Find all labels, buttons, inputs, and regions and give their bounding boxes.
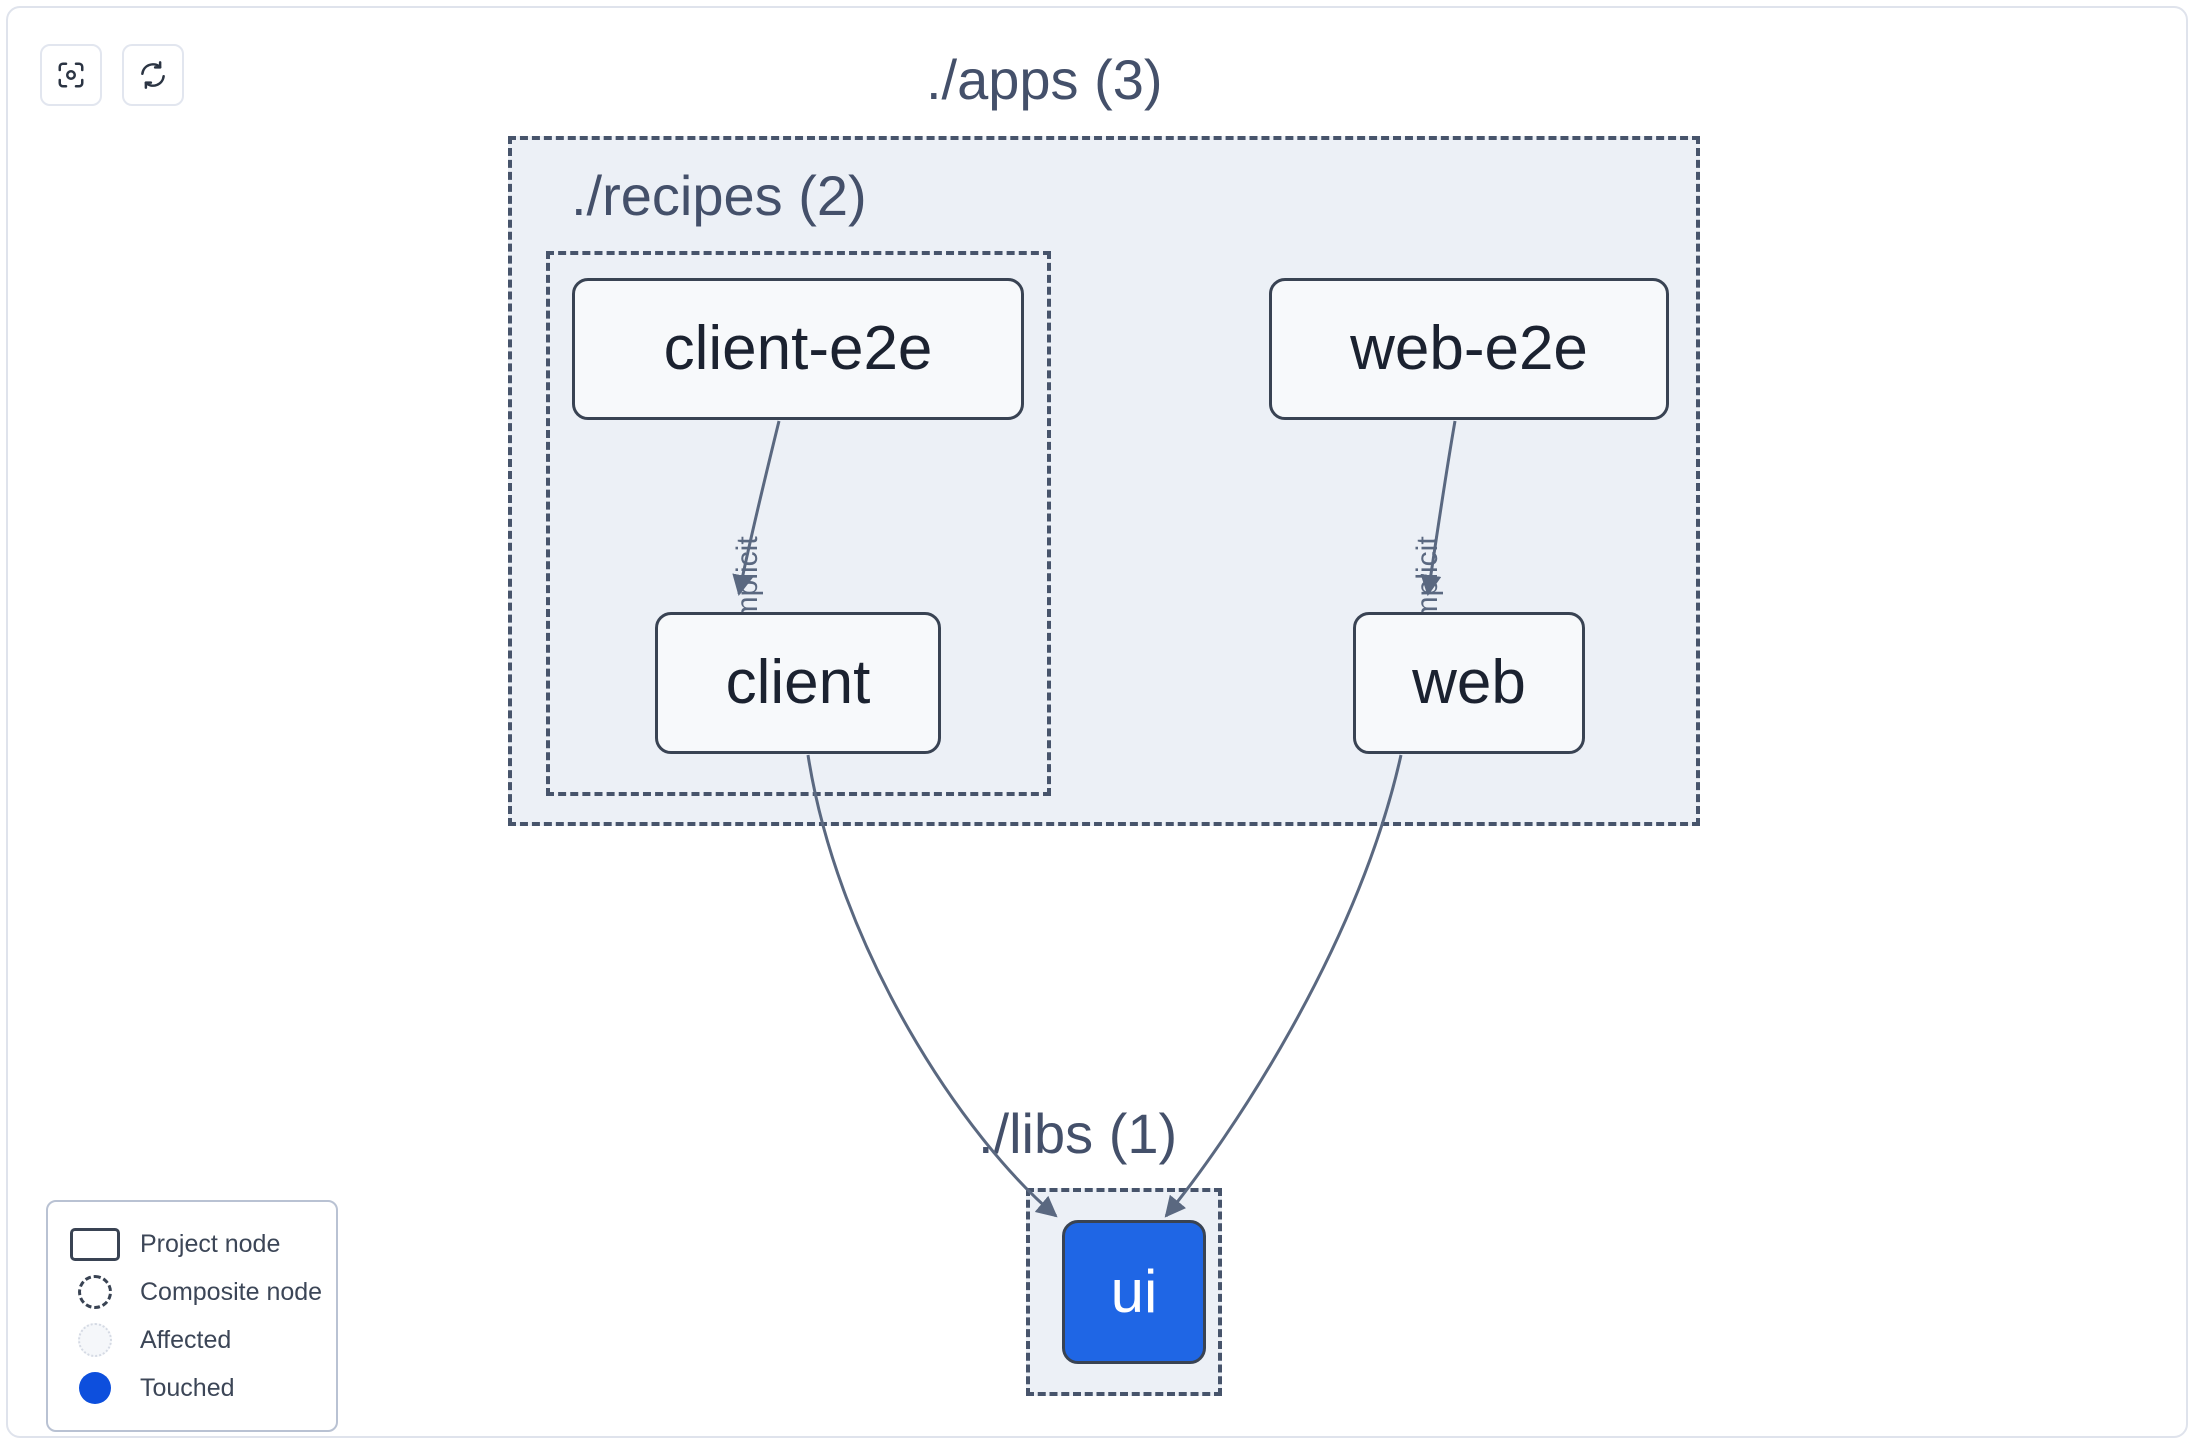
focus-graph-button[interactable] <box>40 44 102 106</box>
composite-label-libs: ./libs (1) <box>978 1102 1178 1165</box>
graph-legend: Project node Composite node Affected Tou… <box>46 1200 338 1432</box>
composite-label-recipes: ./recipes (2) <box>571 164 867 227</box>
project-node-client[interactable]: client <box>655 612 941 754</box>
graph-canvas[interactable]: ./apps (3) ./recipes (2) ./libs (1) impl… <box>8 8 2186 1436</box>
refresh-icon <box>138 60 168 90</box>
legend-item-project-node: Project node <box>70 1220 316 1268</box>
project-node-web-e2e[interactable]: web-e2e <box>1269 278 1669 420</box>
legend-item-composite-node: Composite node <box>70 1268 322 1316</box>
legend-label-composite-node: Composite node <box>140 1277 323 1306</box>
project-node-client-e2e[interactable]: client-e2e <box>572 278 1024 420</box>
project-node-ui[interactable]: ui <box>1062 1220 1206 1364</box>
legend-label-project-node: Project node <box>140 1229 281 1258</box>
project-graph-panel: ./apps (3) ./recipes (2) ./libs (1) impl… <box>6 6 2188 1438</box>
composite-node-swatch <box>70 1275 120 1309</box>
legend-label-affected: Affected <box>140 1325 232 1354</box>
legend-item-touched: Touched <box>70 1364 316 1412</box>
project-node-swatch <box>70 1227 120 1261</box>
legend-label-touched: Touched <box>140 1373 235 1402</box>
affected-swatch <box>70 1323 120 1357</box>
focus-target-icon <box>56 60 86 90</box>
touched-swatch <box>70 1371 120 1405</box>
legend-item-affected: Affected <box>70 1316 316 1364</box>
composite-label-apps: ./apps (3) <box>926 48 1163 111</box>
graph-toolbar <box>40 44 184 106</box>
refresh-graph-button[interactable] <box>122 44 184 106</box>
project-node-web[interactable]: web <box>1353 612 1585 754</box>
